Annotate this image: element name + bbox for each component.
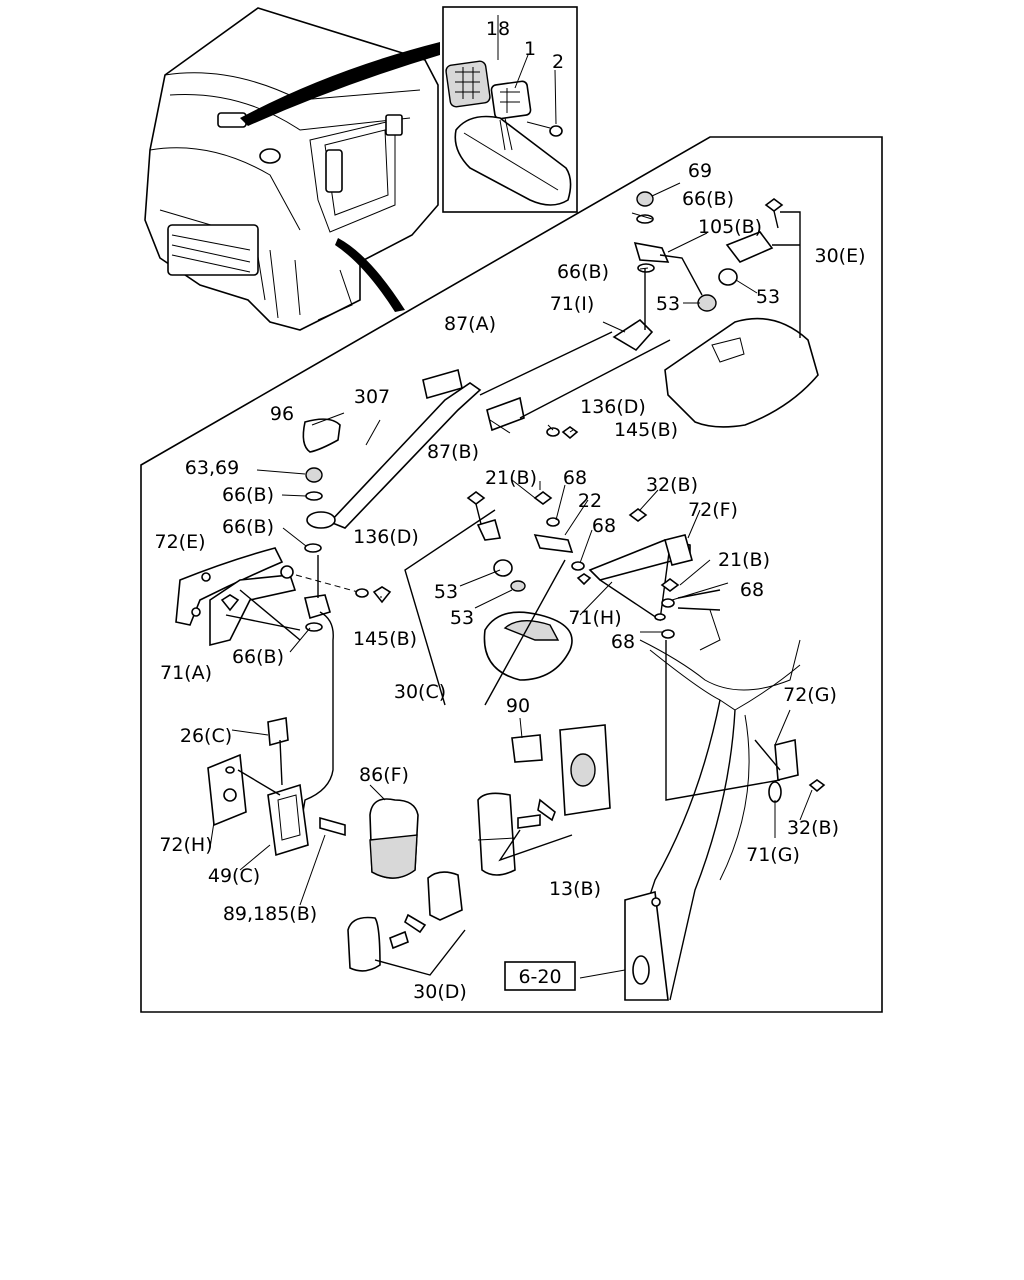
upper-mirror-assembly <box>302 191 819 553</box>
label-66b-2: 66(B) <box>557 261 609 283</box>
label-87b: 87(B) <box>427 441 479 463</box>
label-66b-5: 66(B) <box>232 646 284 668</box>
main-frame <box>140 136 883 1013</box>
label-21b-1: 21(B) <box>485 467 537 489</box>
label-90: 90 <box>506 695 530 717</box>
label-66b-3: 66(B) <box>222 484 274 506</box>
reference-box <box>504 961 576 991</box>
label-53-1: 53 <box>656 293 680 315</box>
label-26c: 26(C) <box>180 725 232 747</box>
label-87a: 87(A) <box>444 313 496 335</box>
label-32b-2: 32(B) <box>787 817 839 839</box>
label-49c: 49(C) <box>208 865 260 887</box>
label-71g: 71(G) <box>746 844 800 866</box>
label-68-2: 68 <box>592 515 616 537</box>
left-arm-assembly <box>175 547 392 831</box>
label-72g: 72(G) <box>783 684 837 706</box>
label-1: 1 <box>524 38 536 60</box>
label-71i: 71(I) <box>550 293 595 315</box>
label-2: 2 <box>552 51 564 73</box>
label-21b-2: 21(B) <box>718 549 770 571</box>
label-136d-1: 136(D) <box>580 396 646 418</box>
label-53-4: 53 <box>450 607 474 629</box>
right-bracket-assembly <box>588 508 781 801</box>
label-53-3: 53 <box>434 581 458 603</box>
label-66b-4: 66(B) <box>222 516 274 538</box>
label-72h: 72(H) <box>159 834 212 856</box>
cover-parts <box>347 724 611 976</box>
label-89-185b: 89,185(B) <box>223 903 317 925</box>
label-71a: 71(A) <box>160 662 212 684</box>
label-136d-2: 136(D) <box>353 526 419 548</box>
label-72f: 72(F) <box>688 499 738 521</box>
label-18: 18 <box>486 18 510 40</box>
label-32b-1: 32(B) <box>646 474 698 496</box>
label-13b: 13(B) <box>549 878 601 900</box>
label-145b-1: 145(B) <box>614 419 678 441</box>
label-30e: 30(E) <box>814 245 865 267</box>
label-30c: 30(C) <box>394 681 446 703</box>
label-69: 69 <box>688 160 712 182</box>
label-63-69: 63,69 <box>185 457 239 479</box>
label-68-4: 68 <box>611 631 635 653</box>
label-86f: 86(F) <box>359 764 409 786</box>
label-71h: 71(H) <box>568 607 621 629</box>
label-145b-2: 145(B) <box>353 628 417 650</box>
label-105b: 105(B) <box>698 216 762 238</box>
inset-inner-mirror <box>442 6 578 213</box>
reference-label: 6-20 <box>518 966 561 988</box>
label-307: 307 <box>354 386 390 408</box>
truck-cab-illustration <box>144 7 440 331</box>
label-68-3: 68 <box>740 579 764 601</box>
leader-lines <box>209 182 813 979</box>
label-96: 96 <box>270 403 294 425</box>
label-53-2: 53 <box>756 286 780 308</box>
label-30d: 30(D) <box>413 981 467 1003</box>
label-66b-1: 66(B) <box>682 188 734 210</box>
label-22: 22 <box>578 490 602 512</box>
label-68-1: 68 <box>563 467 587 489</box>
part-labels: 18 1 2 69 66(B) 105(B) 30(E) 66(B) 53 53… <box>154 18 865 1003</box>
center-mirror-assembly <box>404 491 592 706</box>
label-72e: 72(E) <box>154 531 205 553</box>
door-panel <box>624 639 826 1001</box>
lower-stay-assembly <box>207 717 346 857</box>
